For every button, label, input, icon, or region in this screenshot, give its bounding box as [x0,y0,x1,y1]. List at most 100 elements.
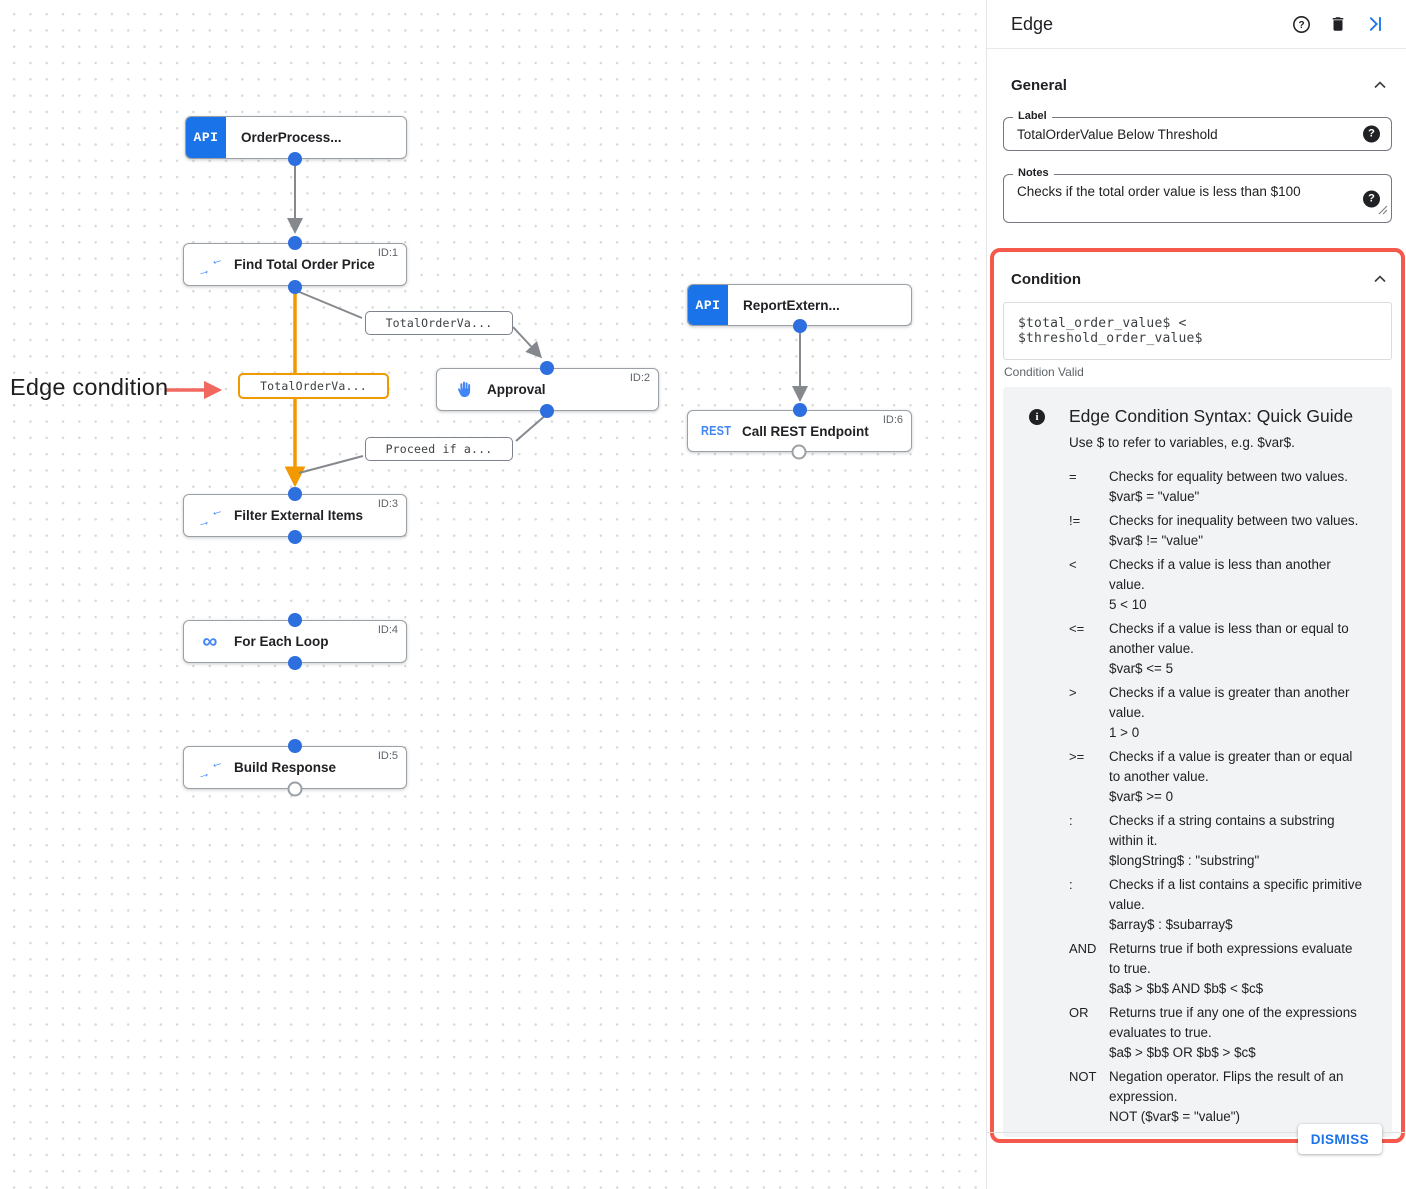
chevron-up-icon[interactable] [1370,75,1390,95]
guide-example: $var$ != "value" [1109,533,1203,548]
node-orderprocess-trigger[interactable]: API OrderProcess... [185,116,407,159]
edge-connectors [166,162,808,488]
collapse-panel-icon[interactable] [1362,11,1388,37]
guide-example: $array$ : $subarray$ [1109,917,1233,932]
guide-entry: != Checks for inequality between two valu… [1069,511,1378,551]
port-out-findtotal[interactable] [288,280,302,294]
label-field[interactable]: Label ? [1003,110,1392,151]
label-input[interactable] [1004,118,1391,148]
edge-approval-to-label[interactable] [515,413,548,442]
port-in-filter[interactable] [288,487,302,501]
port-out-callrest-open[interactable] [791,444,807,460]
guide-op: OR [1069,1005,1089,1020]
api-trigger-badge: API [186,117,226,158]
condition-syntax-guide: i Edge Condition Syntax: Quick Guide Use… [1003,387,1392,1137]
guide-intro: Use $ to refer to variables, e.g. $var$. [1069,435,1295,450]
rest-endpoint-icon: REST [700,424,732,438]
condition-section-highlight: Condition $total_order_value$ < $thresho… [990,248,1405,1143]
node-label: ReportExtern... [743,297,840,313]
general-section-header[interactable]: General [1011,75,1390,95]
guide-desc: Checks for inequality between two values… [1109,513,1359,528]
guide-example: NOT ($var$ = "value") [1109,1109,1240,1124]
guide-desc: Checks if a value is greater than or equ… [1109,749,1353,784]
guide-op: != [1069,513,1081,528]
port-out-orderprocess[interactable] [288,152,302,166]
guide-desc: Checks if a value is greater than anothe… [1109,685,1350,720]
data-mapping-icon [199,758,221,778]
port-out-reportextern[interactable] [793,319,807,333]
port-in-foreach[interactable] [288,613,302,627]
guide-entry: : Checks if a string contains a substring… [1069,811,1378,871]
guide-example: $longString$ : "substring" [1109,853,1260,868]
guide-entry: >=Checks if a value is greater than or e… [1069,747,1378,807]
node-id: ID:5 [377,750,398,762]
field-help-icon[interactable]: ? [1363,190,1380,207]
data-mapping-icon [199,506,221,526]
guide-op: > [1069,685,1077,700]
guide-entry: = Checks for equality between two values.… [1069,467,1378,507]
for-each-loop-icon: ∞ [202,629,218,653]
port-in-callrest[interactable] [793,403,807,417]
chevron-up-icon[interactable] [1370,269,1390,289]
field-help-icon[interactable]: ? [1363,125,1380,143]
node-label: Build Response [234,760,337,775]
edge-label-totalordervalue[interactable]: TotalOrderVa... [365,311,513,335]
guide-op: NOT [1069,1069,1097,1084]
notes-field-label: Notes [1013,167,1054,179]
info-icon: i [1029,409,1045,425]
guide-entry: <=Checks if a value is less than or equa… [1069,619,1378,679]
guide-example: $var$ = "value" [1109,489,1200,504]
node-id: ID:2 [629,372,650,384]
node-label: Filter External Items [234,508,364,523]
guide-op: < [1069,557,1077,572]
node-call-rest-endpoint[interactable]: ID:6 REST Call REST Endpoint [687,410,912,452]
guide-desc: Checks for equality between two values. [1109,469,1348,484]
edge-label-to-approval[interactable] [512,326,543,359]
delete-icon[interactable] [1325,11,1351,37]
resize-handle-icon[interactable] [1378,202,1388,220]
help-icon[interactable]: ? [1288,11,1314,37]
edge-label-to-trunk[interactable] [298,455,364,474]
node-filter-external-items[interactable]: ID:3 Filter External Items [183,494,407,537]
node-label: Find Total Order Price [234,257,375,272]
edge-properties-panel: Edge ? General Label ? Notes Checks if t… [986,0,1406,1189]
general-section-title: General [1011,76,1067,94]
edge-branch-to-label[interactable] [296,290,363,319]
guide-op: = [1069,469,1077,484]
dismiss-button[interactable]: DISMISS [1297,1124,1382,1154]
port-out-filter[interactable] [288,530,302,544]
condition-status: Condition Valid [1004,365,1084,379]
guide-desc: Checks if a list contains a specific pri… [1109,877,1363,912]
footer-divider [987,1132,1406,1133]
guide-entry: < Checks if a value is less than another … [1069,555,1378,615]
guide-desc: Negation operator. Flips the result of a… [1109,1069,1344,1104]
port-out-approval[interactable] [540,404,554,418]
condition-expression-input[interactable]: $total_order_value$ < $threshold_order_v… [1003,302,1392,360]
guide-op: AND [1069,941,1097,956]
api-trigger-badge: API [688,285,728,325]
guide-example: $a$ > $b$ OR $b$ > $c$ [1109,1045,1256,1060]
condition-section-header[interactable]: Condition [1011,269,1390,289]
port-in-approval[interactable] [540,361,554,375]
guide-example: 5 < 10 [1109,597,1147,612]
node-id: ID:1 [377,247,398,259]
port-in-findtotal[interactable] [288,236,302,250]
edge-label-totalordervalue-selected[interactable]: TotalOrderVa... [238,373,389,399]
guide-desc: Checks if a string contains a substring … [1109,813,1335,848]
port-in-buildresponse[interactable] [288,739,302,753]
guide-desc: Checks if a value is less than another v… [1109,557,1331,592]
workflow-canvas[interactable]: API OrderProcess... ID:1 Find Total Orde… [0,0,986,1189]
notes-input[interactable]: Checks if the total order value is less … [1017,184,1301,199]
port-out-foreach[interactable] [288,656,302,670]
edge-label-proceed-if[interactable]: Proceed if a... [365,437,513,461]
node-find-total-order-price[interactable]: ID:1 Find Total Order Price [183,243,407,286]
data-mapping-icon [199,255,221,275]
guide-entry: NOT Negation operator. Flips the result o… [1069,1067,1378,1127]
guide-example: $var$ >= 0 [1109,789,1174,804]
guide-entries: = Checks for equality between two values.… [1069,467,1378,1127]
guide-desc: Returns true if both expressions evaluat… [1109,941,1353,976]
guide-op: : [1069,813,1073,828]
port-out-buildresponse-open[interactable] [287,781,303,797]
notes-field[interactable]: Notes Checks if the total order value is… [1003,167,1392,223]
node-id: ID:6 [882,414,903,426]
